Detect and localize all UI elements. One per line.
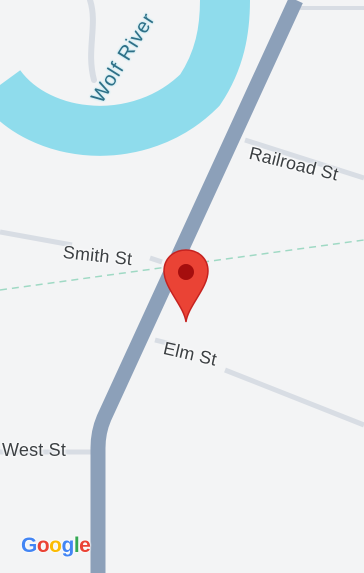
road-railroad-st — [244, 137, 364, 181]
map-pin-icon[interactable] — [162, 246, 210, 324]
pin-shape — [163, 249, 209, 323]
street-label-west: West St — [2, 440, 67, 460]
road-elm-st — [154, 337, 364, 428]
highway — [90, 0, 303, 573]
google-logo: Google — [21, 534, 91, 557]
road-smith-st — [0, 229, 163, 265]
road-north-minor — [87, 0, 97, 83]
river-wolf — [0, 0, 250, 156]
